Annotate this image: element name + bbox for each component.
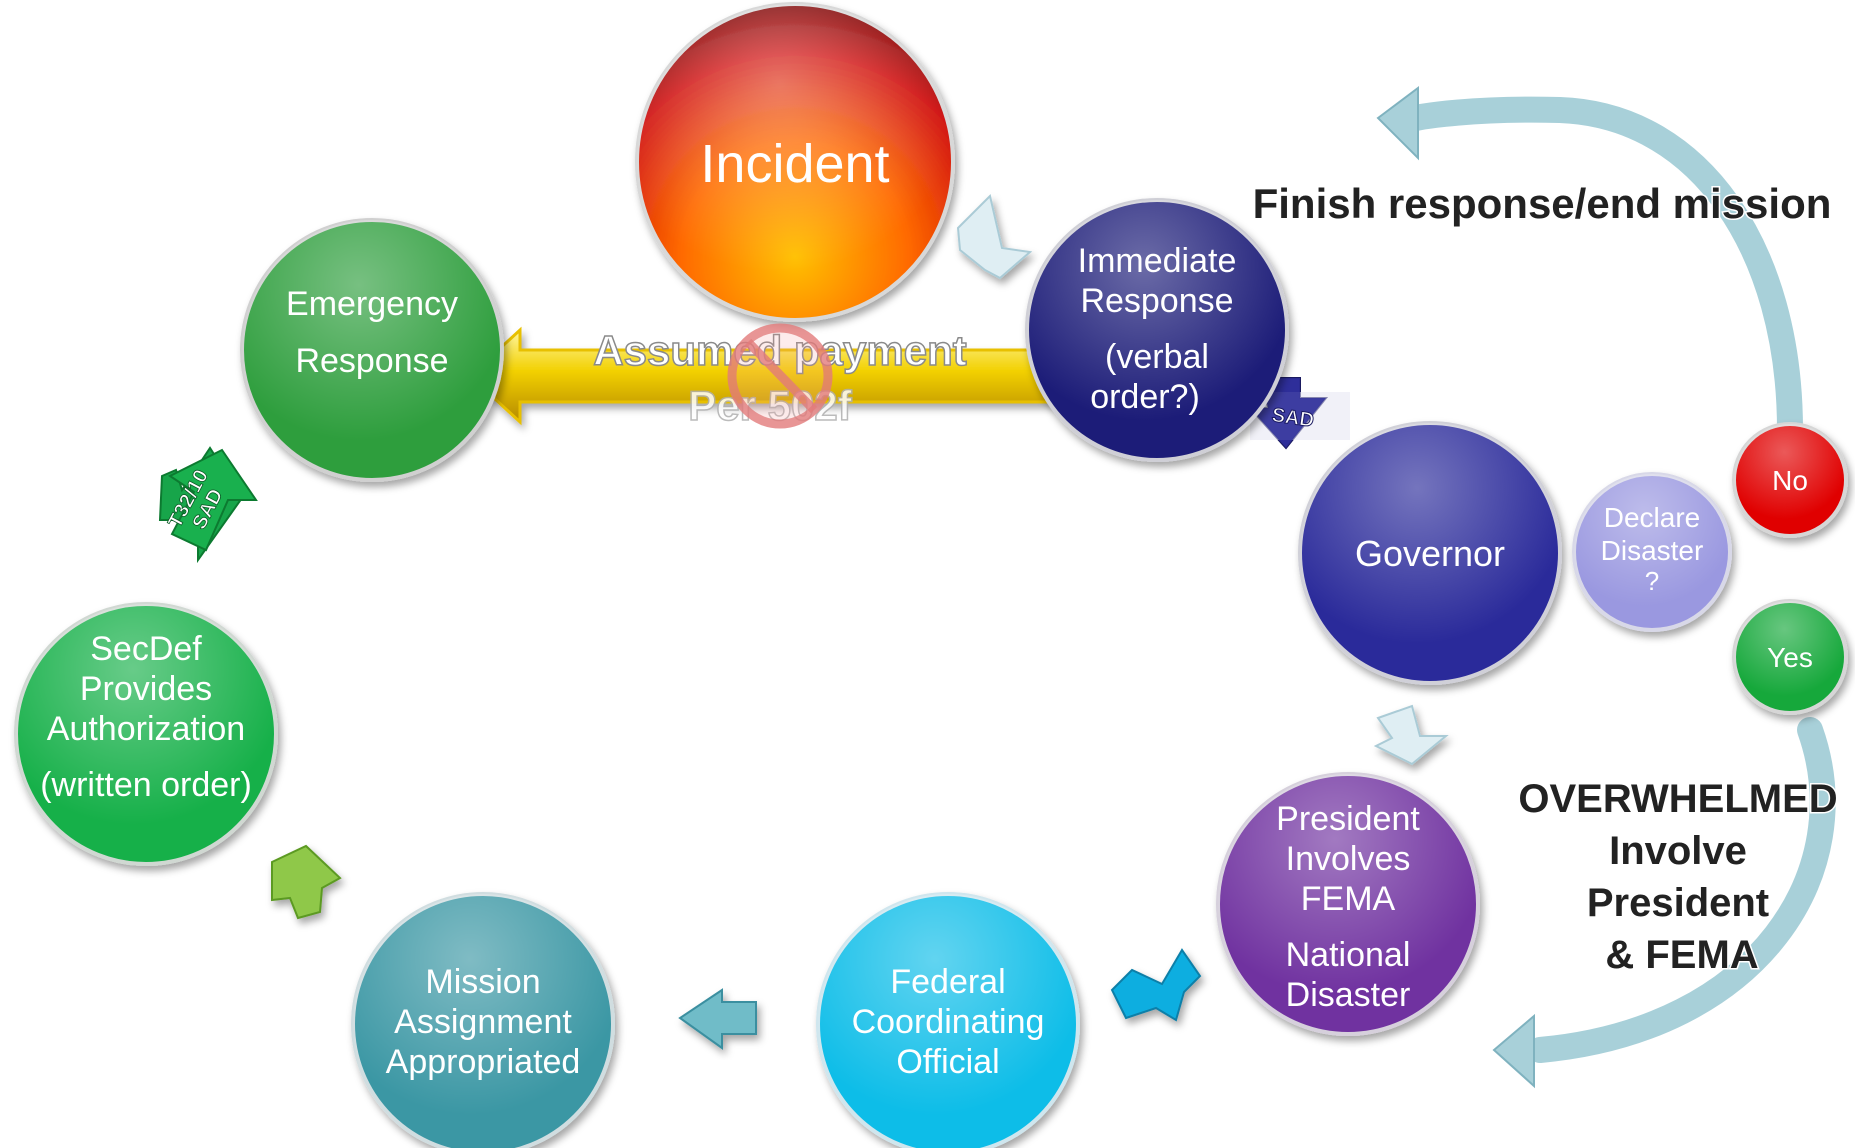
arrow-president-to-federal-icon [1110, 948, 1202, 1022]
mission-label-1: Mission [425, 963, 540, 1001]
arrow-mission-to-secdef-icon [271, 844, 342, 920]
arrow-governor-to-president-icon [1373, 704, 1449, 766]
overwhelmed-label-1: OVERWHELMED [1518, 777, 1837, 821]
governor-label: Governor [1355, 533, 1505, 574]
yes-label: Yes [1767, 642, 1813, 673]
immediate-label-3: (verbal [1105, 338, 1209, 376]
curved-arrow-overwhelmed-icon [1492, 717, 1836, 1089]
overwhelmed-annotation: OVERWHELMED Involve President & FEMA [1517, 776, 1839, 979]
assumed-label-1: Assumed payment [593, 327, 966, 374]
node-no: No [1732, 422, 1848, 538]
president-label-2: Involves [1286, 840, 1411, 878]
secdef-label-2: Provides [80, 670, 212, 708]
overwhelmed-label-3: President [1587, 881, 1769, 925]
emergency-label-2: Response [295, 342, 448, 380]
immediate-label-2: Response [1080, 282, 1233, 320]
arrow-federal-to-mission-icon [678, 988, 757, 1050]
declare-label-3: ? [1645, 566, 1659, 596]
president-label-1: President [1276, 800, 1420, 838]
node-incident: Incident [635, 2, 955, 322]
prohibited-icon [727, 323, 833, 429]
incident-label: Incident [700, 134, 889, 194]
immediate-label-1: Immediate [1078, 242, 1237, 280]
node-immediate-response: Immediate Response (verbal order?) [1025, 198, 1289, 462]
no-label: No [1772, 465, 1808, 496]
federal-label-2: Coordinating [852, 1003, 1045, 1041]
federal-label-3: Official [896, 1043, 999, 1081]
secdef-label-1: SecDef [90, 630, 202, 668]
overwhelmed-label-4: & FEMA [1605, 933, 1758, 977]
sad-arrow-label: SAD [1270, 404, 1315, 432]
arrow-t32-sad-icon [158, 446, 258, 564]
secdef-label-4: (written order) [40, 766, 252, 804]
node-mission-assignment: Mission Assignment Appropriated [351, 892, 615, 1148]
curved-arrow-finish-icon [1376, 86, 1803, 443]
assumed-payment-note: Assumed payment Per 502f [593, 326, 968, 430]
declare-label-2: Disaster [1601, 535, 1704, 566]
secdef-label-3: Authorization [47, 710, 245, 748]
finish-response-label: Finish response/end mission [1253, 180, 1832, 227]
node-declare-disaster: Declare Disaster ? [1572, 472, 1732, 632]
mission-label-3: Appropriated [386, 1043, 581, 1081]
overwhelmed-label-2: Involve [1609, 829, 1747, 873]
mission-label-2: Assignment [394, 1003, 572, 1041]
node-federal-coordinating-official: Federal Coordinating Official [816, 892, 1080, 1148]
president-label-3: FEMA [1301, 880, 1396, 918]
immediate-label-4: order?) [1090, 378, 1200, 416]
node-governor: Governor [1298, 421, 1562, 685]
node-secdef-authorization: SecDef Provides Authorization (written o… [14, 602, 278, 866]
president-label-4: National [1286, 936, 1411, 974]
federal-label-1: Federal [890, 963, 1005, 1001]
node-emergency-response: Emergency Response [240, 218, 504, 482]
president-label-5: Disaster [1286, 976, 1411, 1014]
node-yes: Yes [1732, 599, 1848, 715]
node-president-fema: President Involves FEMA National Disaste… [1216, 772, 1480, 1036]
arrow-incident-to-immediate-icon [956, 194, 1033, 280]
declare-label-1: Declare [1604, 502, 1700, 533]
emergency-label-1: Emergency [286, 285, 458, 323]
